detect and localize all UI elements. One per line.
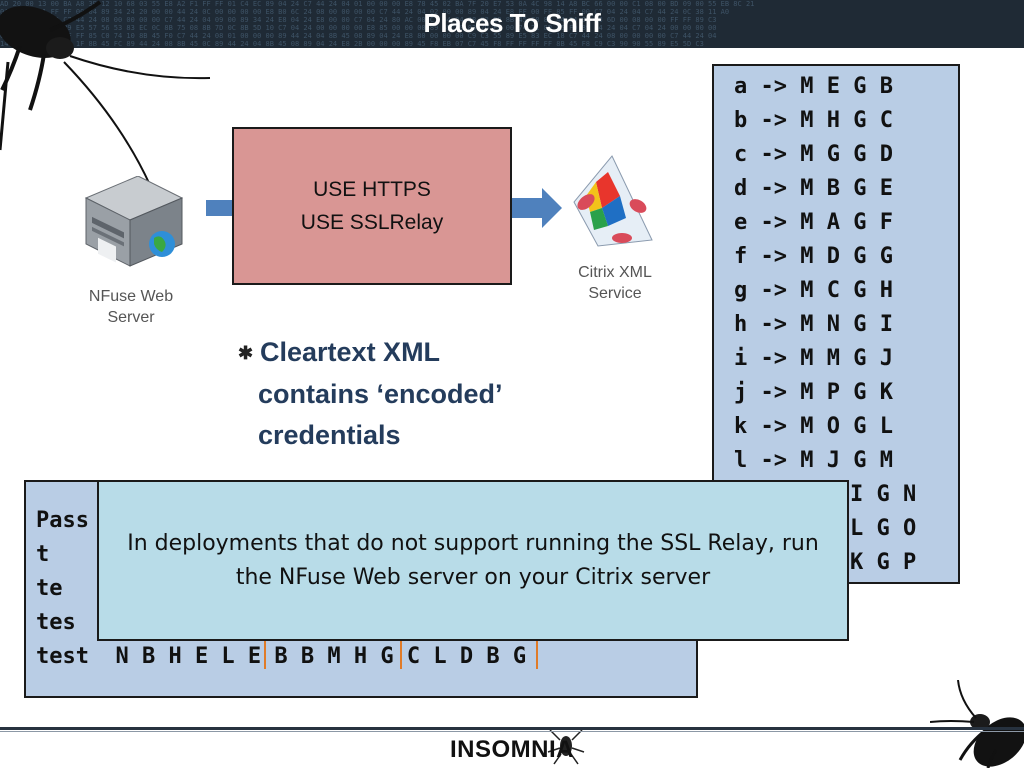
bullet-line2: contains ‘encoded’ <box>258 379 503 410</box>
map-row: e -> M A G F <box>734 210 893 235</box>
map-row: k -> M O G L <box>734 414 893 439</box>
map-row: c -> M G G D <box>734 142 893 167</box>
note-line1: USE HTTPS <box>313 178 431 201</box>
map-row: a -> M E G B <box>734 74 893 99</box>
citrix-label-line2: Service <box>588 285 642 302</box>
https-note-box: USE HTTPS USE SSLRelay <box>232 127 512 285</box>
deployment-callout: In deployments that do not support runni… <box>97 480 849 641</box>
callout-line1: In deployments that do not support runni… <box>127 530 819 556</box>
map-row: i -> M M G J <box>734 346 893 371</box>
map-row: l -> M J G M <box>734 448 893 473</box>
footer-divider-thin <box>0 731 1024 732</box>
pw-separator <box>536 635 538 669</box>
server-label-line2: Server <box>107 309 155 326</box>
pw-separator <box>264 635 266 669</box>
bullet-line1: Cleartext XML <box>260 337 441 367</box>
callout-line2: the NFuse Web server on your Citrix serv… <box>235 564 711 590</box>
map-row: h -> M N G I <box>734 312 893 337</box>
note-line2: USE SSLRelay <box>300 211 444 234</box>
map-row: j -> M P G K <box>734 380 893 405</box>
cockroach-top-left-icon <box>0 0 211 186</box>
pw-row: te <box>36 576 63 601</box>
slide-header: AD 20 00 13 00 BA A8 3B 12 10 68 03 55 E… <box>0 0 1024 48</box>
bullet-line3: credentials <box>258 420 401 451</box>
server-label: NFuse Web Server <box>70 286 192 328</box>
pw-row: test N B H E L E B B M H G C L D B G <box>36 644 527 669</box>
citrix-label: Citrix XML Service <box>560 262 670 304</box>
pw-row: tes <box>36 610 76 635</box>
citrix-xml-icon <box>573 155 653 247</box>
bullet-point: ✱ Cleartext XML contains ‘encoded’ creden… <box>238 332 558 456</box>
pw-separator <box>400 635 402 669</box>
footer-divider <box>0 727 1024 730</box>
map-row: K G P <box>850 550 917 575</box>
slide-title: Places To Sniff <box>423 8 601 38</box>
map-row: I G N <box>850 482 917 507</box>
pw-row: t <box>36 542 50 567</box>
bug-bullet-icon: ✱ <box>238 343 254 364</box>
citrix-label-line1: Citrix XML <box>578 264 652 281</box>
header-hex-background: AD 20 00 13 00 BA A8 3B 12 10 68 03 55 E… <box>0 0 755 48</box>
left-arrow-icon <box>206 200 236 216</box>
map-row: b -> M H G C <box>734 108 893 133</box>
map-row: f -> M D G G <box>734 244 893 269</box>
server-icon <box>84 176 184 267</box>
map-row: d -> M B G E <box>734 176 893 201</box>
map-row: L G O <box>850 516 917 541</box>
small-bug-footer-icon <box>547 729 585 765</box>
pw-row: Pass <box>36 508 89 533</box>
footer-logo: INSOMNIA <box>450 736 574 763</box>
server-label-line1: NFuse Web <box>88 288 174 305</box>
right-arrow-icon <box>512 188 562 228</box>
map-row: g -> M C G H <box>734 278 893 303</box>
